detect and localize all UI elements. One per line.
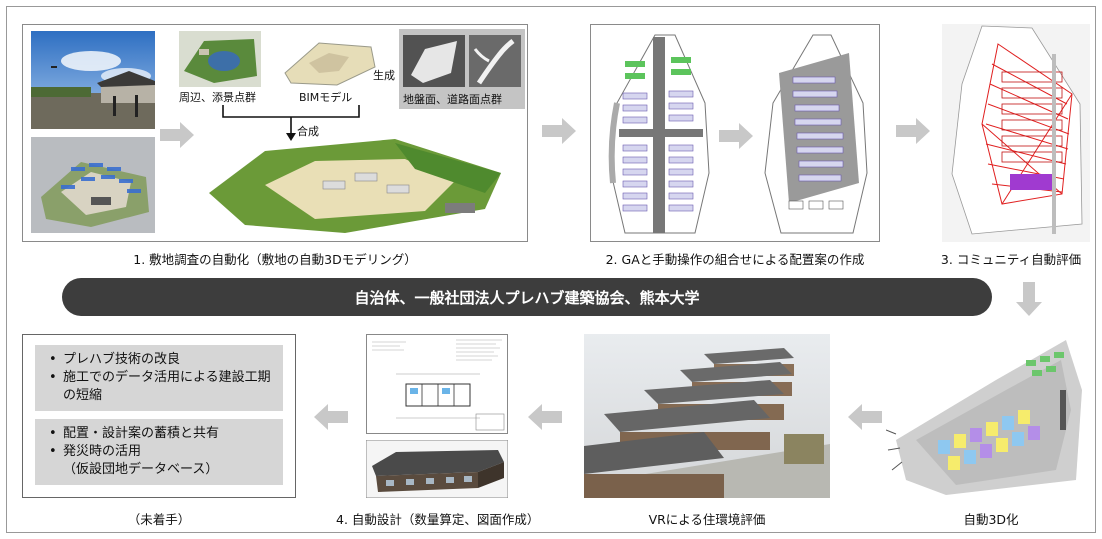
- label-merge: 合成: [297, 125, 319, 138]
- building-model: [366, 440, 508, 498]
- outcome-group-1: プレハブ技術の改良 施工でのデータ活用による建設工期の短縮: [35, 345, 283, 411]
- merged-3d-model: [209, 139, 501, 233]
- partners-banner: 自治体、一般社団法人プレハブ建築協会、熊本大学: [62, 278, 992, 316]
- vr-render-image: [584, 334, 830, 498]
- arrow-right-1: [160, 122, 194, 148]
- outcome-subitem: （仮設団地データベース）: [63, 461, 273, 479]
- site-survey-box: 周辺、添景点群 BIMモデル 地盤面、道路面点群 生成 合成: [22, 24, 528, 242]
- arrow-left-1: [848, 404, 882, 430]
- aerial-drone-image: [31, 137, 155, 233]
- figure-frame: [6, 6, 1096, 533]
- step3-caption: 3. コミュニティ自動評価: [940, 252, 1082, 267]
- outcome-caption: （未着手）: [127, 512, 191, 527]
- auto-3d-image: [886, 330, 1086, 500]
- outcome-item: プレハブ技術の改良: [49, 351, 273, 369]
- outcome-subitem-text: （仮設団地データベース）: [63, 462, 219, 477]
- arrow-right-2: [542, 118, 576, 144]
- layout-plan-ga: [608, 34, 710, 234]
- label-generate: 生成: [373, 69, 395, 82]
- label-surroundings: 周辺、添景点群: [179, 91, 256, 104]
- merge-arrow: [222, 105, 360, 141]
- layout-plan-box: [590, 24, 880, 242]
- vr-caption: VRによる住環境評価: [648, 512, 766, 527]
- outcome-item: 施工でのデータ活用による建設工期の短縮: [49, 369, 273, 405]
- community-evaluation-image: [942, 24, 1090, 242]
- ground-pointcloud-a: [403, 35, 465, 87]
- label-bim: BIMモデル: [299, 91, 353, 104]
- label-ground: 地盤面、道路面点群: [403, 93, 502, 106]
- outcome-item: 発災時の活用: [49, 443, 273, 461]
- surroundings-pointcloud: [179, 31, 261, 87]
- layout-plan-manual: [764, 34, 868, 234]
- outcome-box: プレハブ技術の改良 施工でのデータ活用による建設工期の短縮 配置・設計案の蓄積と…: [22, 334, 296, 498]
- arrow-left-2: [528, 404, 562, 430]
- arrow-down: [1016, 282, 1042, 316]
- step1-caption: 1. 敷地調査の自動化（敷地の自動3Dモデリング）: [133, 252, 417, 267]
- outcome-item: 配置・設計案の蓄積と共有: [49, 425, 273, 443]
- outcome-group-2: 配置・設計案の蓄積と共有 発災時の活用 （仮設団地データベース）: [35, 419, 283, 485]
- site-photo: [31, 31, 155, 129]
- arrow-right-3: [719, 123, 753, 149]
- step4-caption: 4. 自動設計（数量算定、図面作成）: [336, 512, 540, 527]
- road-pointcloud: [469, 35, 521, 87]
- auto3d-caption: 自動3D化: [963, 512, 1019, 527]
- arrow-left-3: [314, 404, 348, 430]
- arrow-right-4: [896, 118, 930, 144]
- bim-model: [284, 42, 376, 86]
- step2-caption: 2. GAと手動操作の組合せによる配置案の作成: [605, 252, 865, 267]
- drawing-sheet: [366, 334, 508, 434]
